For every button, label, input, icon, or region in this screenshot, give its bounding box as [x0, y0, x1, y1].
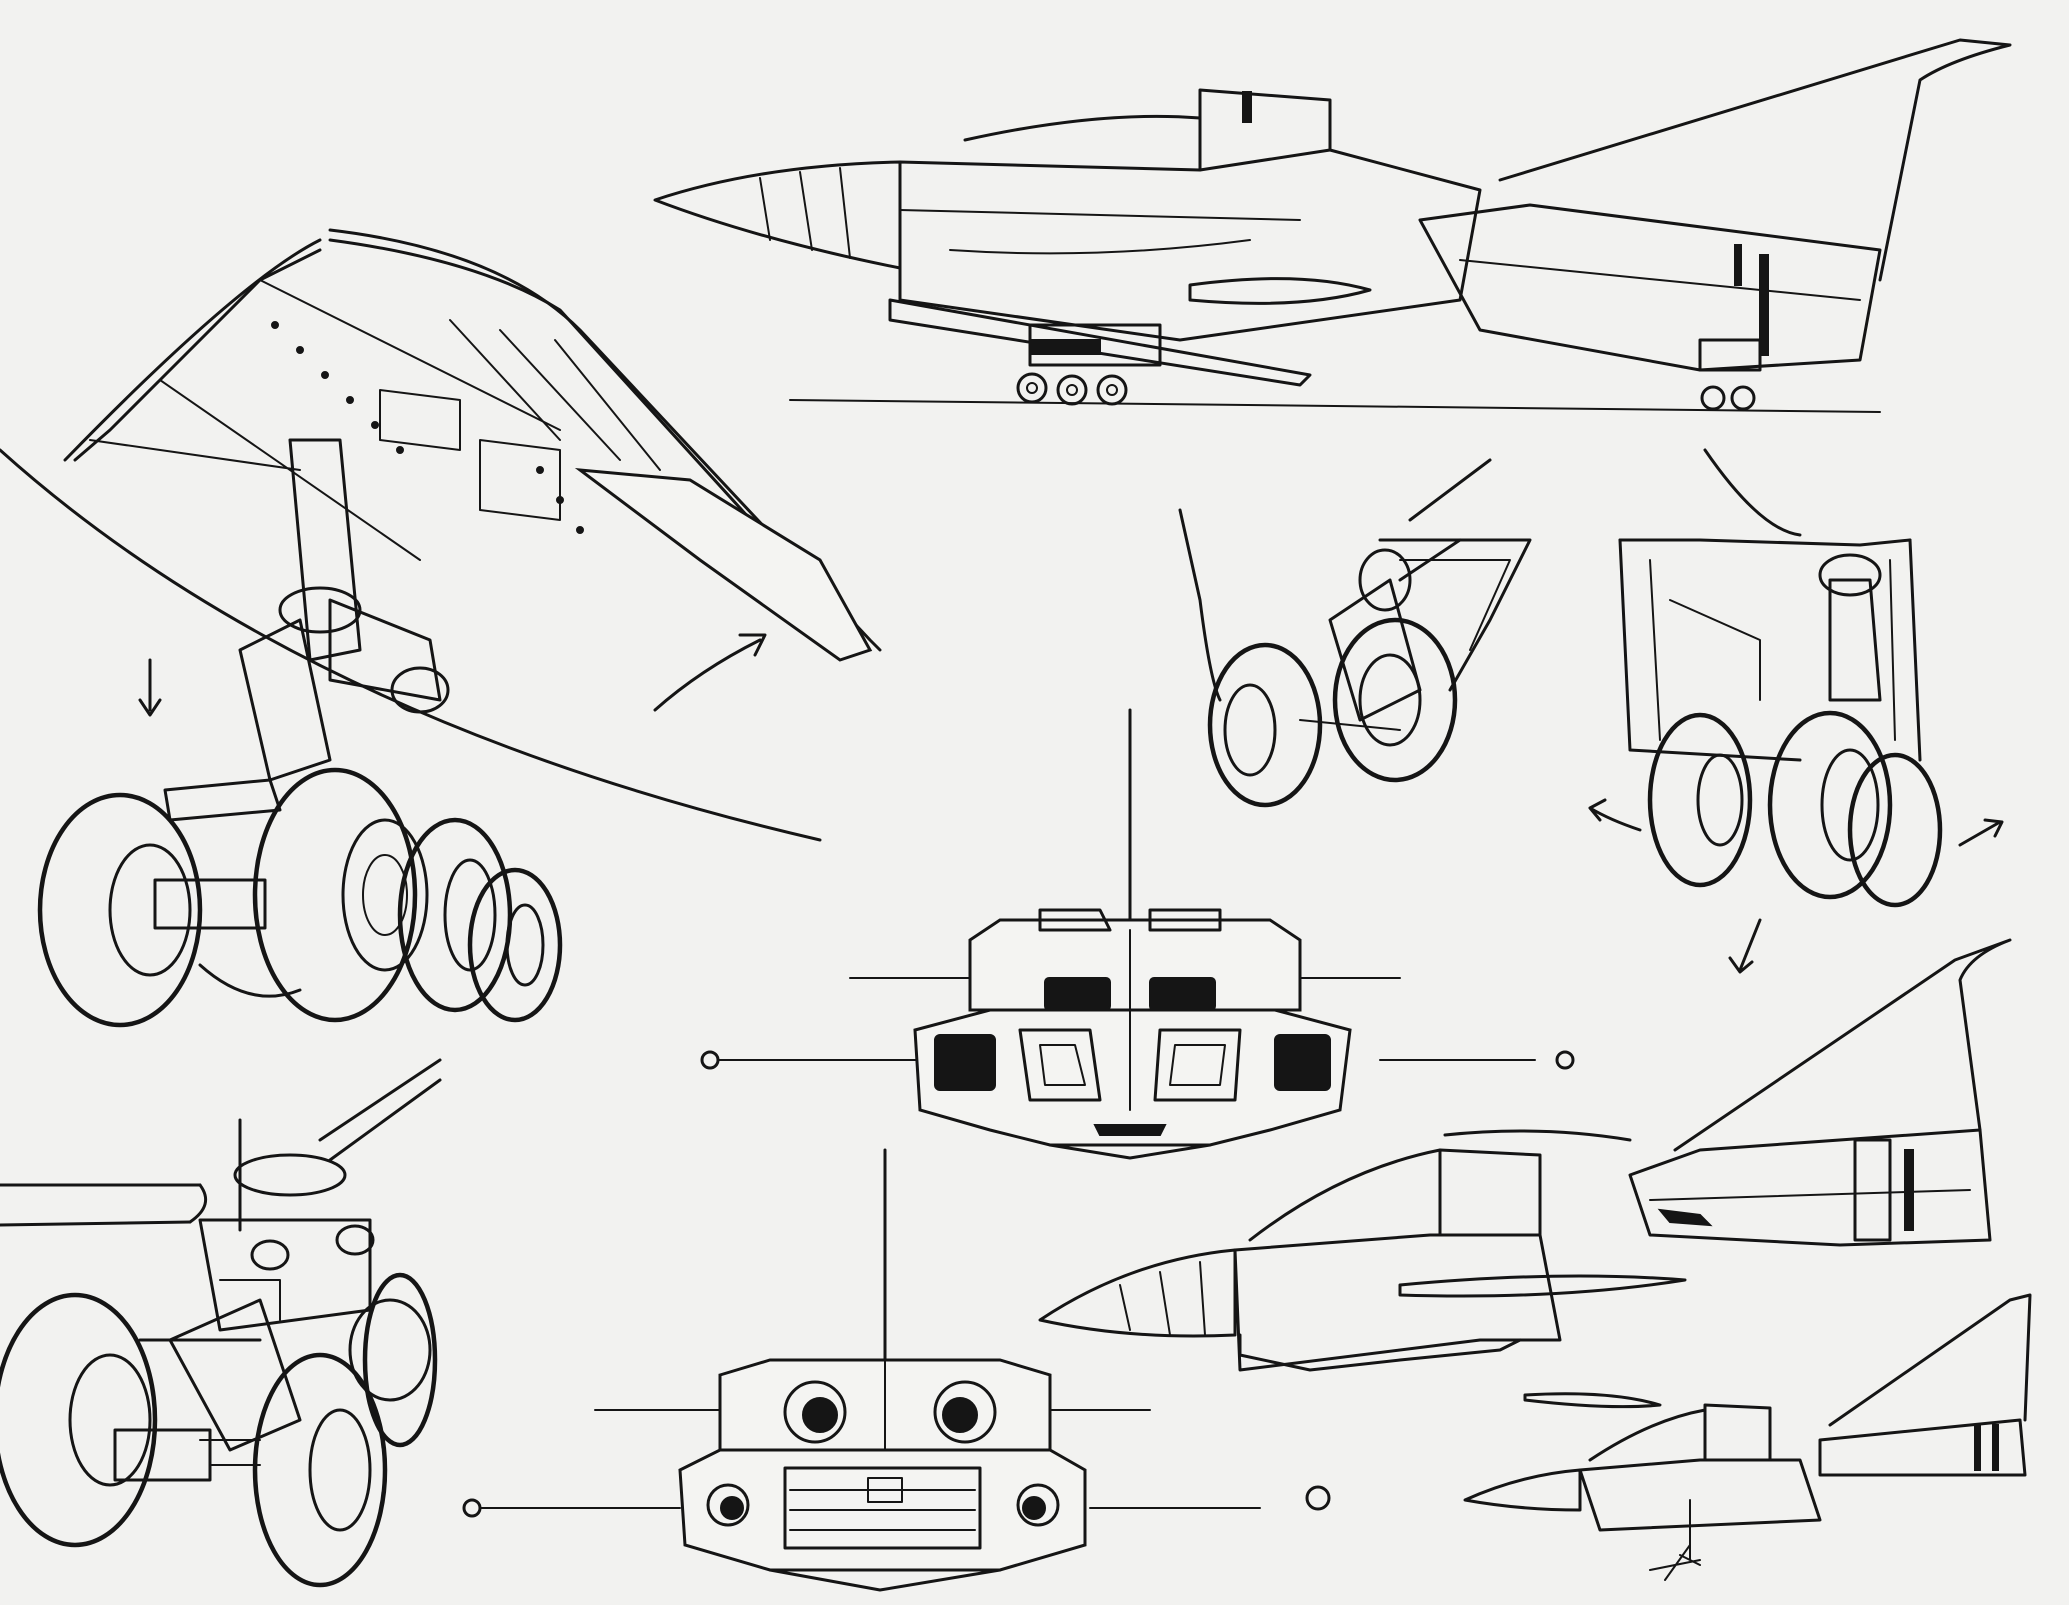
side-view-mid — [1038, 938, 2012, 1372]
main-gear-closeup — [0, 228, 882, 1028]
arrow-down-icon — [1728, 918, 1762, 974]
front-view-lower — [462, 1148, 1331, 1592]
arrow-left-icon — [1588, 798, 1642, 832]
side-view-top — [653, 38, 2012, 413]
gear-detail-a — [1178, 458, 1532, 808]
gear-front-closeup — [0, 1058, 442, 1588]
arrow-up-icon — [653, 633, 767, 712]
gear-detail-b — [1588, 448, 2004, 974]
side-view-small — [1463, 1293, 2032, 1581]
front-view-upper — [700, 708, 1575, 1160]
arrow-right-icon — [1958, 818, 2004, 847]
arrow-down-icon — [138, 658, 162, 717]
